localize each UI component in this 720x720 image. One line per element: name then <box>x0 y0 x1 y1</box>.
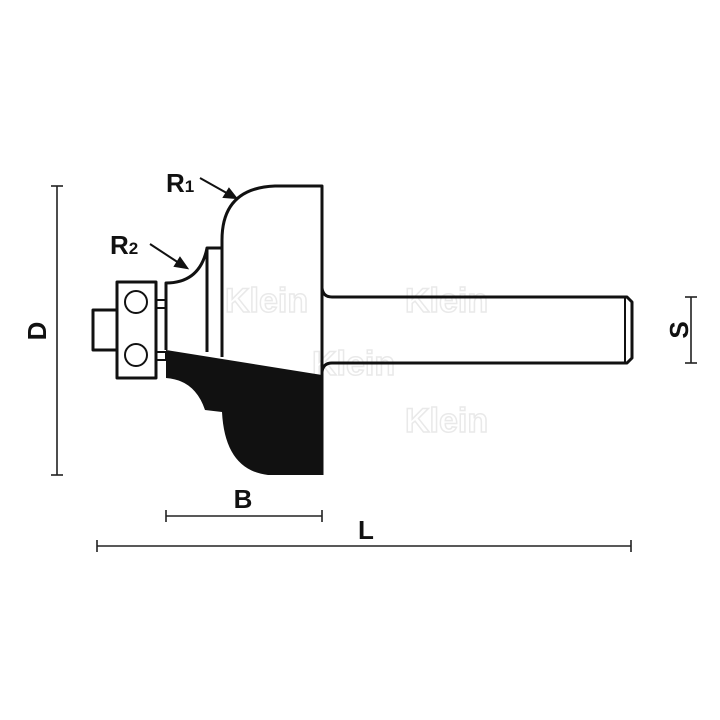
bearing-ball <box>124 343 148 367</box>
label-b: B <box>234 484 253 514</box>
dimension-b <box>165 510 323 522</box>
axle-stub <box>91 308 119 352</box>
label-d: D <box>22 322 52 341</box>
label-s: S <box>664 321 694 338</box>
shank <box>320 287 634 373</box>
r1-arrowhead <box>222 187 239 200</box>
bearing-ball <box>124 290 148 314</box>
r2-arrowhead <box>173 256 190 270</box>
watermark: Klein <box>225 282 308 320</box>
dimension-d <box>51 185 63 476</box>
label-r2: R2 <box>110 230 138 260</box>
bearing <box>115 280 158 380</box>
carbide-cutting-edge <box>166 350 322 475</box>
cutter-profile-r2 <box>164 247 209 350</box>
dimension-s <box>685 296 697 364</box>
watermark: Klein <box>405 402 488 440</box>
cutter-step <box>205 246 222 352</box>
label-r1: R1 <box>166 168 194 198</box>
watermark: Klein <box>405 282 488 320</box>
cutter-body <box>220 184 324 475</box>
dimension-l <box>96 540 632 552</box>
bearing-spacer <box>155 299 167 309</box>
label-l: L <box>358 515 374 545</box>
